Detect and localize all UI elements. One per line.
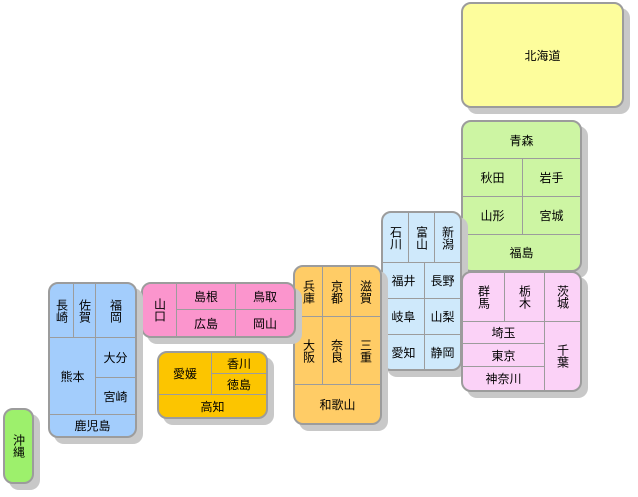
region-hokkaido: 北海道 bbox=[461, 2, 624, 108]
pref-yamagata[interactable]: 山形 bbox=[463, 197, 523, 235]
pref-yamanashi[interactable]: 山梨 bbox=[425, 299, 460, 335]
pref-aomori[interactable]: 青森 bbox=[463, 122, 580, 159]
pref-kyoto[interactable]: 京都 bbox=[323, 267, 351, 317]
pref-niigata[interactable]: 新潟 bbox=[435, 213, 460, 263]
region-kanto: 群馬 栃木 茨城 埼玉 千葉 東京 神奈川 bbox=[461, 271, 582, 392]
pref-fukushima[interactable]: 福島 bbox=[509, 246, 534, 260]
pref-tokyo[interactable]: 東京 bbox=[463, 344, 545, 367]
region-kinki: 兵庫 京都 滋賀 大阪 奈良 三重 和歌山 bbox=[293, 265, 382, 425]
pref-kanagawa[interactable]: 神奈川 bbox=[463, 367, 545, 390]
pref-gifu[interactable]: 岐阜 bbox=[383, 299, 425, 335]
pref-yamaguchi[interactable]: 山口 bbox=[143, 284, 177, 336]
pref-shimane[interactable]: 島根 bbox=[177, 284, 236, 310]
pref-gunma[interactable]: 群馬 bbox=[463, 273, 505, 322]
region-tohoku: 青森 秋田 岩手 山形 宮城 福島 bbox=[461, 120, 582, 272]
region-shikoku: 愛媛 香川 徳島 高知 bbox=[157, 351, 268, 419]
pref-hokkaido[interactable]: 北海道 bbox=[524, 48, 561, 63]
pref-nara[interactable]: 奈良 bbox=[323, 317, 351, 385]
pref-akita[interactable]: 秋田 bbox=[463, 159, 523, 197]
pref-saga[interactable]: 佐賀 bbox=[74, 284, 96, 338]
region-okinawa: 沖縄 bbox=[3, 408, 34, 484]
pref-mie[interactable]: 三重 bbox=[351, 317, 380, 385]
pref-hiroshima[interactable]: 広島 bbox=[177, 310, 236, 336]
pref-tokushima[interactable]: 徳島 bbox=[212, 374, 266, 395]
pref-hyogo[interactable]: 兵庫 bbox=[295, 267, 323, 317]
pref-saitama[interactable]: 埼玉 bbox=[463, 322, 545, 344]
pref-shizuoka[interactable]: 静岡 bbox=[430, 345, 455, 360]
pref-toyama[interactable]: 富山 bbox=[409, 213, 435, 263]
pref-okinawa[interactable]: 沖縄 bbox=[11, 434, 26, 458]
region-kyushu: 長崎 佐賀 福岡 熊本 大分 宮崎 鹿児島 bbox=[48, 282, 137, 438]
pref-nagasaki[interactable]: 長崎 bbox=[50, 284, 74, 338]
pref-osaka[interactable]: 大阪 bbox=[295, 317, 323, 385]
pref-fukuoka[interactable]: 福岡 bbox=[96, 284, 135, 338]
pref-kagoshima[interactable]: 鹿児島 bbox=[74, 419, 111, 433]
pref-wakayama[interactable]: 和歌山 bbox=[319, 397, 356, 412]
pref-kochi[interactable]: 高知 bbox=[200, 399, 225, 414]
pref-ibaraki[interactable]: 茨城 bbox=[545, 273, 580, 322]
pref-nagano[interactable]: 長野 bbox=[425, 263, 460, 299]
pref-oita[interactable]: 大分 bbox=[96, 338, 135, 378]
pref-ehime[interactable]: 愛媛 bbox=[159, 353, 212, 395]
pref-shiga[interactable]: 滋賀 bbox=[351, 267, 380, 317]
pref-fukui[interactable]: 福井 bbox=[383, 263, 425, 299]
pref-chiba[interactable]: 千葉 bbox=[555, 344, 570, 368]
pref-miyazaki[interactable]: 宮崎 bbox=[96, 378, 135, 415]
region-chugoku: 山口 島根 鳥取 広島 岡山 bbox=[141, 282, 296, 338]
pref-tochigi[interactable]: 栃木 bbox=[505, 273, 545, 322]
pref-miyagi[interactable]: 宮城 bbox=[523, 197, 580, 235]
pref-kumamoto[interactable]: 熊本 bbox=[50, 338, 96, 415]
pref-tottori[interactable]: 鳥取 bbox=[236, 284, 294, 310]
pref-ishikawa[interactable]: 石川 bbox=[383, 213, 409, 263]
pref-iwate[interactable]: 岩手 bbox=[523, 159, 580, 197]
pref-kagawa[interactable]: 香川 bbox=[212, 353, 266, 374]
pref-aichi[interactable]: 愛知 bbox=[383, 335, 425, 369]
region-chubu: 石川 富山 新潟 福井 長野 岐阜 山梨 愛知 静岡 bbox=[381, 211, 462, 371]
pref-okayama[interactable]: 岡山 bbox=[252, 316, 277, 331]
